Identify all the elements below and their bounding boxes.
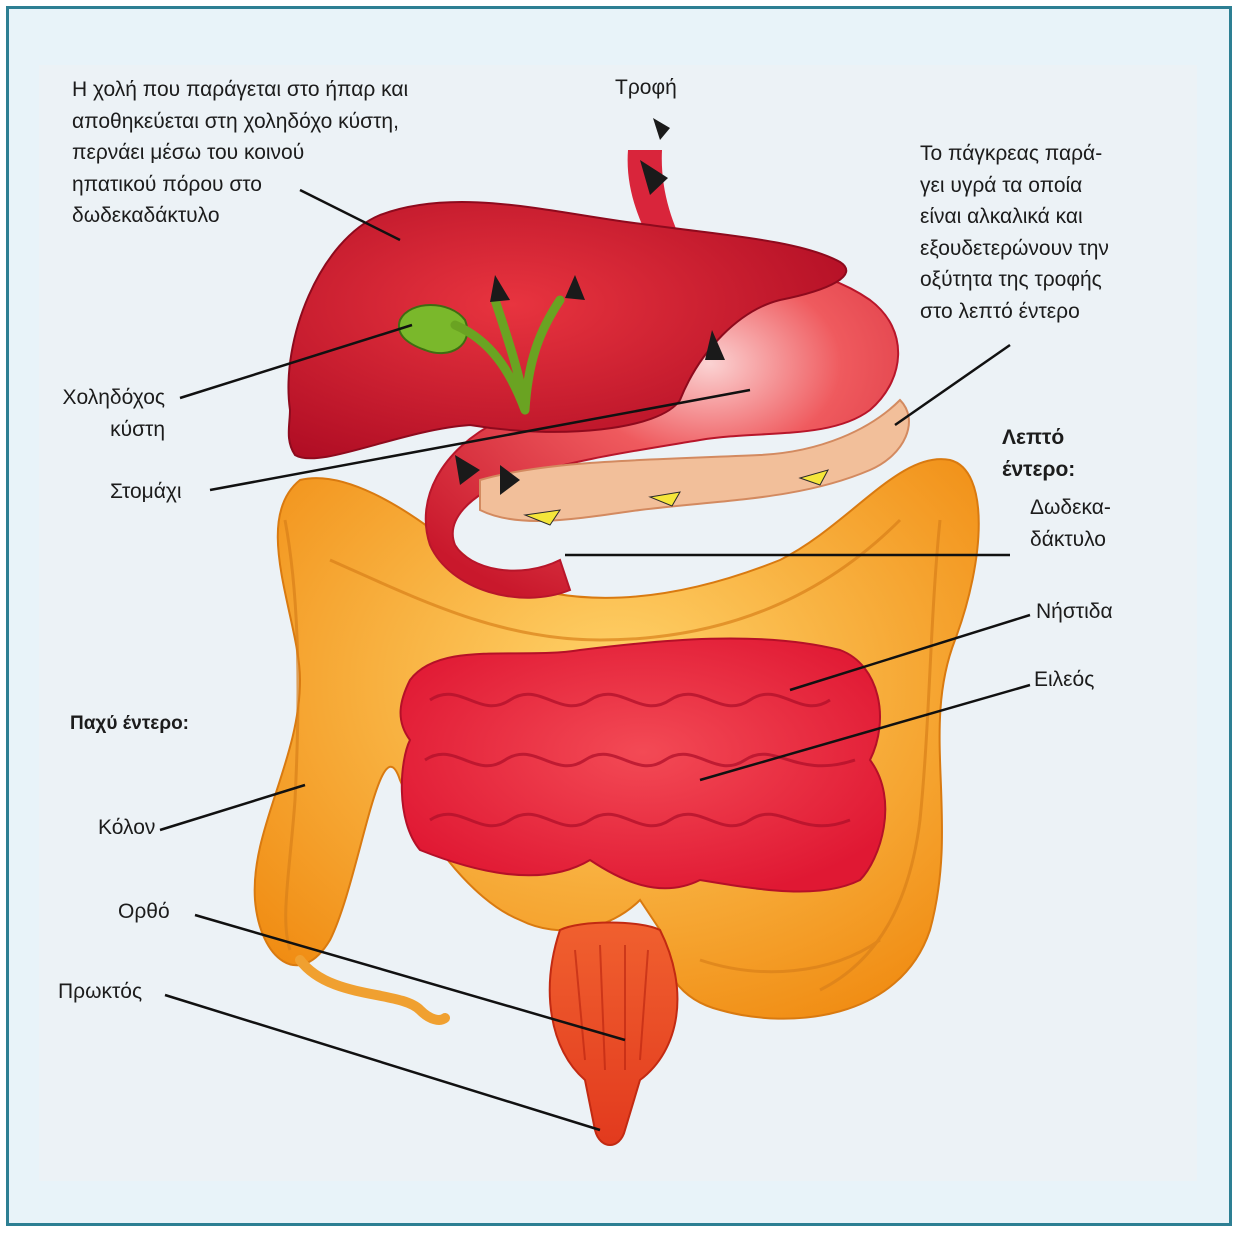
stomach-label: Στομάχι bbox=[110, 476, 182, 508]
anus-label: Πρωκτός bbox=[58, 976, 142, 1008]
food-label: Τροφή bbox=[615, 72, 677, 104]
large-intestine-heading: Παχύ έντερο: bbox=[70, 710, 189, 739]
rectum bbox=[550, 923, 678, 1146]
pancreas-description-label: Το πάγκρεας παρά- γει υγρά τα οποία είνα… bbox=[920, 138, 1109, 327]
gallbladder-label: Χοληδόχος κύστη bbox=[40, 382, 165, 445]
bile-description-label: Η χολή που παράγεται στο ήπαρ και αποθηκ… bbox=[72, 74, 408, 232]
jejunum-label: Νήστιδα bbox=[1036, 596, 1113, 628]
small-intestine-heading: Λεπτό έντερο: bbox=[1002, 422, 1075, 485]
rectum-label: Ορθό bbox=[118, 896, 170, 928]
duodenum-label: Δωδεκα- δάκτυλο bbox=[1030, 492, 1111, 555]
ileum-label: Ειλεός bbox=[1034, 664, 1094, 696]
colon-label: Κόλον bbox=[98, 812, 155, 844]
appendix bbox=[300, 960, 445, 1020]
